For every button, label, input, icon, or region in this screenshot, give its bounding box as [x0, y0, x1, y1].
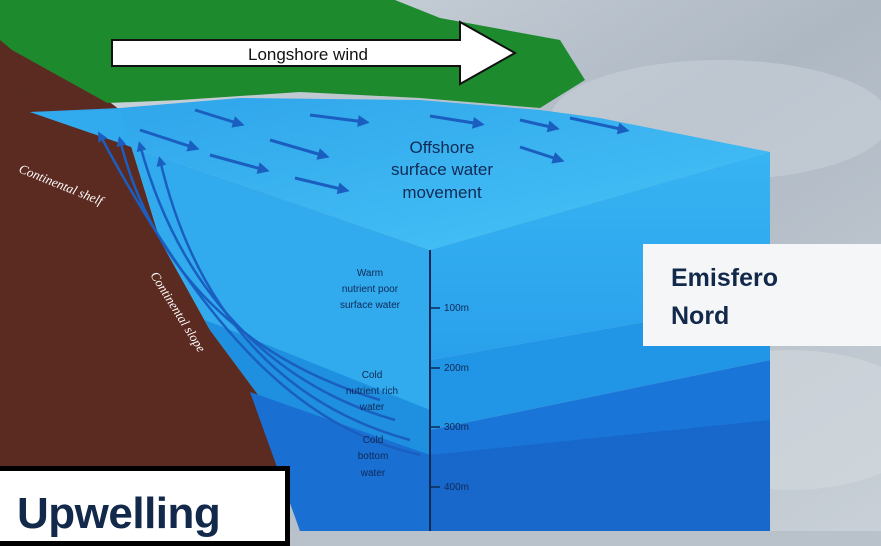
depth-label-300: 300m — [444, 422, 469, 433]
surface-movement-label: Offshore surface water movement — [391, 138, 493, 202]
flow-arrow — [269, 138, 330, 160]
wind-arrow — [111, 20, 518, 86]
hemisphere-label-line1: Emisfero — [671, 264, 778, 292]
layer-label-line: water — [360, 468, 386, 479]
layer-label-line: nutrient rich — [346, 386, 398, 397]
depth-label-100: 100m — [444, 303, 469, 314]
surface-label-line: surface water — [391, 160, 493, 179]
flow-arrow — [309, 113, 370, 128]
flow-arrow — [519, 118, 560, 133]
surface-flow-arrows — [139, 108, 630, 195]
flow-arrow — [569, 116, 630, 135]
layer-label-line: bottom — [358, 451, 389, 462]
layer-labels: Warm nutrient poor surface water Cold nu… — [340, 268, 401, 479]
land-edge — [0, 40, 120, 110]
hemisphere-label-line2: Nord — [671, 302, 730, 330]
water-top-surface — [30, 98, 770, 250]
flow-arrow — [294, 176, 350, 195]
flow-arrow — [194, 108, 245, 128]
surface-label-line: movement — [402, 183, 482, 202]
layer-label-line: Cold — [362, 370, 383, 381]
layer-label-line: nutrient poor — [342, 284, 399, 295]
upwelling-arrow — [98, 131, 421, 457]
flow-arrow — [519, 145, 565, 164]
depth-label-400: 400m — [444, 482, 469, 493]
layer-label-line: surface water — [340, 300, 401, 311]
earth-cross-section — [0, 18, 290, 470]
depth-label-200: 200m — [444, 363, 469, 374]
depth-labels: 100m 200m 300m 400m — [444, 303, 469, 493]
flow-arrow — [209, 153, 270, 174]
flow-arrow — [139, 128, 200, 152]
water-front-bottom — [430, 420, 770, 531]
page-title: Upwelling — [17, 489, 221, 538]
upwelling-arrow — [116, 136, 381, 402]
layer-label-line: Warm — [357, 268, 383, 279]
hemisphere-box: Emisfero Nord — [643, 244, 881, 346]
surface-label-line: Offshore — [410, 138, 475, 157]
layer-label-line: Cold — [363, 435, 384, 446]
upwelling-arrows — [98, 131, 421, 457]
upwelling-arrow — [156, 156, 411, 442]
title-box: Upwelling — [0, 466, 290, 546]
wind-label: Longshore wind — [248, 45, 368, 64]
flow-arrow — [429, 114, 485, 129]
layer-label-line: water — [359, 402, 385, 413]
water-slope-bottom — [250, 392, 430, 531]
upwelling-arrow — [136, 141, 396, 422]
